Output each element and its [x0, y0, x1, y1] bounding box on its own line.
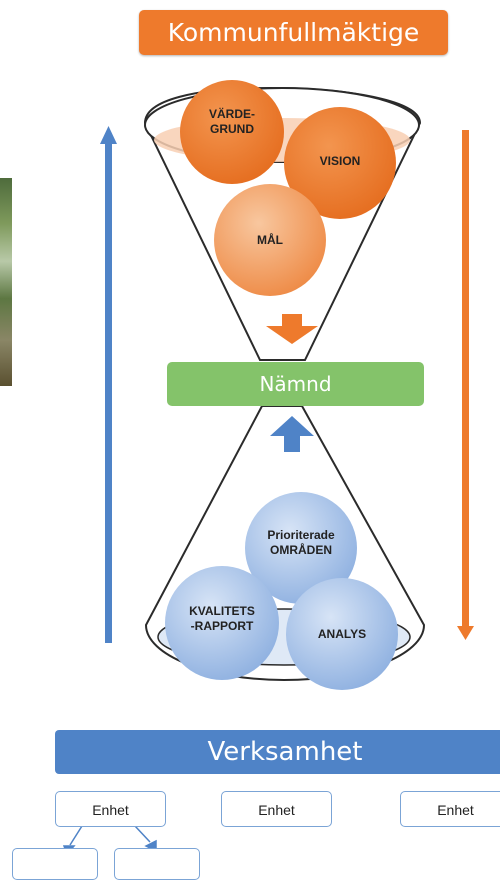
- up-chevron-arrow: [270, 416, 314, 452]
- enhet-box-1: Enhet: [55, 791, 166, 827]
- label-mal: MÅL: [257, 233, 283, 247]
- circle-prioriterade: [245, 492, 357, 604]
- circle-mal: [214, 184, 326, 296]
- verksamhet-banner: Verksamhet: [55, 730, 500, 774]
- circle-kvalitetsrapport: [165, 566, 279, 680]
- upward-arrow: [100, 126, 117, 643]
- label-analys: ANALYS: [317, 627, 367, 641]
- downward-arrow: [457, 130, 474, 640]
- down-chevron-arrow: [266, 314, 318, 344]
- label-kvalitetsrapport: KVALITETS -RAPPORT: [189, 604, 255, 633]
- sub-unit-box-1: [12, 848, 98, 880]
- sub-unit-box-2: [114, 848, 200, 880]
- label-vardegrund: VÄRDE- GRUND: [208, 107, 255, 136]
- kommunfullmaktige-banner: Kommunfullmäktige: [139, 10, 448, 55]
- circle-analys: [286, 578, 398, 690]
- enhet-box-3: Enhet: [400, 791, 500, 827]
- label-vision: VISION: [319, 154, 361, 168]
- label-prioriterade: Prioriterade OMRÅDEN: [267, 528, 335, 557]
- circle-vardegrund: [180, 80, 284, 184]
- photo-sliver: [0, 178, 12, 386]
- namnd-bar: Nämnd: [167, 362, 424, 406]
- enhet-box-2: Enhet: [221, 791, 332, 827]
- circle-vision: [284, 107, 396, 219]
